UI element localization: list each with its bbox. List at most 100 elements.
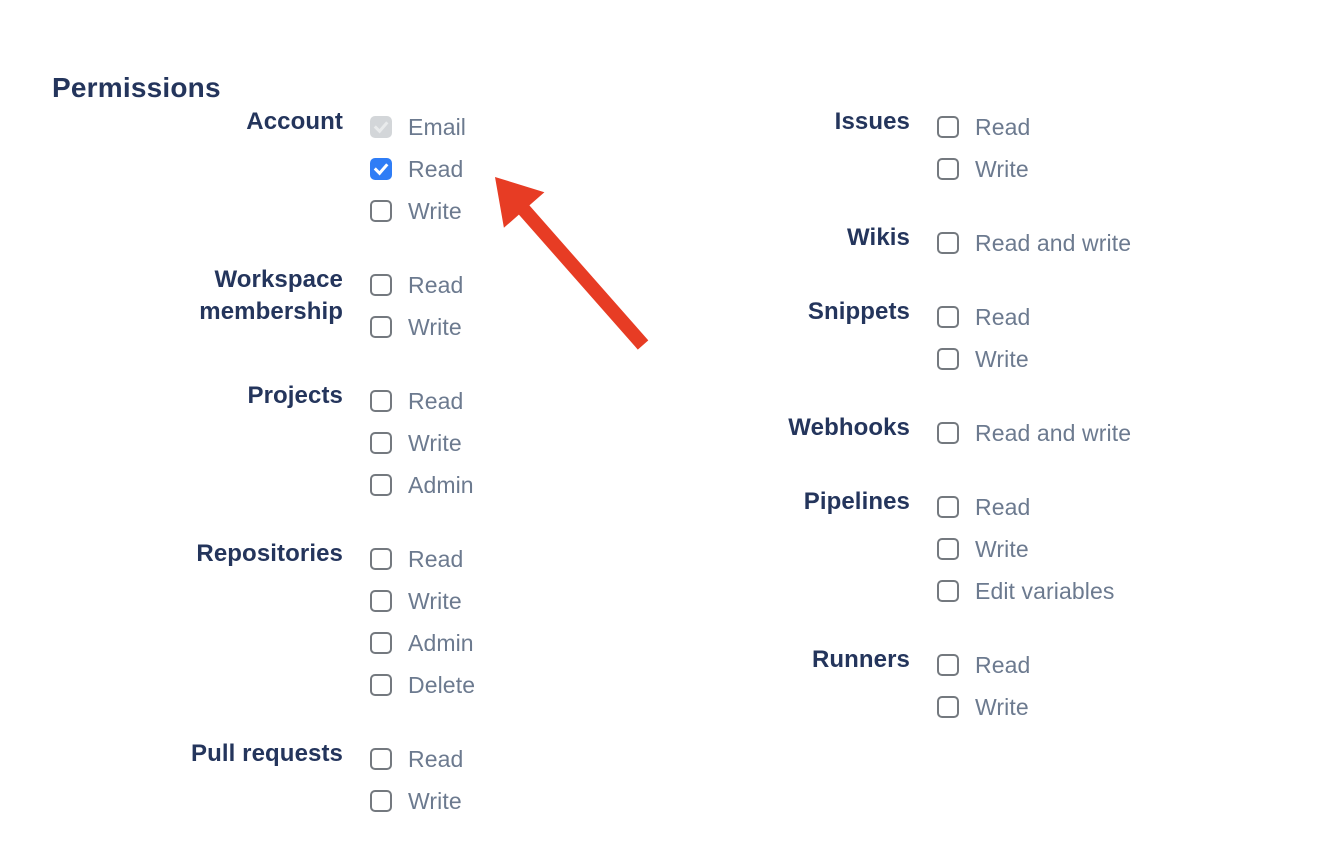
- checkbox-wikis-read-and-write[interactable]: [937, 232, 959, 254]
- permission-option-label: Read: [408, 155, 464, 182]
- checkbox-repositories-admin[interactable]: [370, 632, 392, 654]
- permission-option-label: Read: [408, 545, 464, 572]
- checkbox-account-read[interactable]: [370, 158, 392, 180]
- checkbox-runners-read[interactable]: [937, 654, 959, 676]
- permission-option-label: Read: [975, 113, 1031, 140]
- group-label-repositories: Repositories: [196, 540, 343, 567]
- checkbox-projects-read[interactable]: [370, 390, 392, 412]
- permission-option-label: Admin: [408, 471, 474, 498]
- checkbox-projects-write[interactable]: [370, 432, 392, 454]
- option-wikis-read-and-write[interactable]: Read and write: [937, 222, 1131, 264]
- group-label-projects: Projects: [247, 382, 343, 409]
- permission-option-label: Write: [408, 429, 462, 456]
- checkbox-account-write[interactable]: [370, 200, 392, 222]
- option-projects-write[interactable]: Write: [370, 422, 474, 464]
- group-label-runners: Runners: [811, 646, 910, 673]
- checkbox-workspace-membership-read[interactable]: [370, 274, 392, 296]
- checkbox-pull-requests-write[interactable]: [370, 790, 392, 812]
- group-label-account: Account: [246, 108, 343, 135]
- permission-option-label: Write: [408, 787, 462, 814]
- option-pipelines-edit-variables[interactable]: Edit variables: [937, 570, 1114, 612]
- checkbox-issues-read[interactable]: [937, 116, 959, 138]
- permission-option-label: Edit variables: [975, 577, 1115, 604]
- option-projects-read[interactable]: Read: [370, 380, 474, 422]
- group-label-pipelines: Pipelines: [803, 488, 910, 515]
- option-repositories-admin[interactable]: Admin: [370, 622, 475, 664]
- permission-options: Read Write: [937, 644, 1030, 728]
- permission-option-label: Delete: [408, 671, 476, 698]
- permission-option-label: Read: [975, 493, 1031, 520]
- permission-options: Read Write: [370, 264, 463, 348]
- checkbox-repositories-read[interactable]: [370, 548, 392, 570]
- permission-option-label: Write: [975, 345, 1029, 372]
- option-runners-write[interactable]: Write: [937, 686, 1030, 728]
- checkbox-issues-write[interactable]: [937, 158, 959, 180]
- checkbox-runners-write[interactable]: [937, 696, 959, 718]
- checkbox-projects-admin[interactable]: [370, 474, 392, 496]
- permission-option-label: Write: [975, 693, 1029, 720]
- option-pull-requests-write[interactable]: Write: [370, 780, 463, 822]
- permission-options: Read and write: [937, 222, 1131, 264]
- group-label-webhooks: Webhooks: [788, 414, 910, 441]
- group-label-pull-requests: Pull requests: [190, 740, 343, 767]
- permission-option-label: Write: [408, 587, 462, 614]
- group-label-wikis: Wikis: [847, 224, 910, 251]
- permission-group-webhooks: Webhooks Read and write: [620, 412, 1131, 454]
- option-snippets-write[interactable]: Write: [937, 338, 1030, 380]
- permission-group-snippets: Snippets Read Write: [620, 296, 1131, 380]
- option-repositories-read[interactable]: Read: [370, 538, 475, 580]
- permission-option-label: Read: [408, 745, 464, 772]
- permission-option-label: Write: [975, 535, 1029, 562]
- checkbox-account-email: [370, 116, 392, 138]
- option-repositories-write[interactable]: Write: [370, 580, 475, 622]
- permission-group-projects: Projects Read Write Admin: [52, 380, 475, 506]
- option-webhooks-read-and-write[interactable]: Read and write: [937, 412, 1131, 454]
- permission-group-pull-requests: Pull requests Read Write: [52, 738, 475, 822]
- checkbox-webhooks-read-and-write[interactable]: [937, 422, 959, 444]
- option-account-read[interactable]: Read: [370, 148, 466, 190]
- permission-option-label: Read: [408, 271, 464, 298]
- option-pipelines-read[interactable]: Read: [937, 486, 1114, 528]
- permission-option-label: Read: [975, 303, 1031, 330]
- option-issues-write[interactable]: Write: [937, 148, 1030, 190]
- permission-options: Read and write: [937, 412, 1131, 454]
- checkbox-pipelines-write[interactable]: [937, 538, 959, 560]
- checkbox-workspace-membership-write[interactable]: [370, 316, 392, 338]
- option-workspace-membership-write[interactable]: Write: [370, 306, 463, 348]
- checkbox-snippets-write[interactable]: [937, 348, 959, 370]
- option-runners-read[interactable]: Read: [937, 644, 1030, 686]
- checkbox-repositories-write[interactable]: [370, 590, 392, 612]
- permission-option-label: Write: [408, 313, 462, 340]
- checkbox-pull-requests-read[interactable]: [370, 748, 392, 770]
- checkbox-pipelines-read[interactable]: [937, 496, 959, 518]
- option-pull-requests-read[interactable]: Read: [370, 738, 463, 780]
- option-pipelines-write[interactable]: Write: [937, 528, 1114, 570]
- checkbox-repositories-delete[interactable]: [370, 674, 392, 696]
- permission-group-repositories: Repositories Read Write Admin: [52, 538, 475, 706]
- checkmark-icon: [373, 163, 389, 176]
- permission-option-label: Email: [408, 113, 467, 140]
- option-account-email: Email: [370, 106, 466, 148]
- permission-option-label: Write: [408, 197, 462, 224]
- permission-options: Read Write Edit variables: [937, 486, 1114, 612]
- permission-option-label: Read and write: [975, 229, 1132, 256]
- option-snippets-read[interactable]: Read: [937, 296, 1030, 338]
- checkbox-pipelines-edit-variables[interactable]: [937, 580, 959, 602]
- option-workspace-membership-read[interactable]: Read: [370, 264, 463, 306]
- permission-options: Read Write Admin Delete: [370, 538, 475, 706]
- permission-options: Email Read Write: [370, 106, 466, 232]
- permission-group-pipelines: Pipelines Read Write Edit variables: [620, 486, 1131, 612]
- option-account-write[interactable]: Write: [370, 190, 466, 232]
- permission-option-label: Write: [975, 155, 1029, 182]
- group-label-issues: Issues: [834, 108, 910, 135]
- checkmark-icon: [373, 121, 389, 134]
- permission-group-wikis: Wikis Read and write: [620, 222, 1131, 264]
- option-repositories-delete[interactable]: Delete: [370, 664, 475, 706]
- permission-group-issues: Issues Read Write: [620, 106, 1131, 190]
- option-issues-read[interactable]: Read: [937, 106, 1030, 148]
- checkbox-snippets-read[interactable]: [937, 306, 959, 328]
- option-projects-admin[interactable]: Admin: [370, 464, 474, 506]
